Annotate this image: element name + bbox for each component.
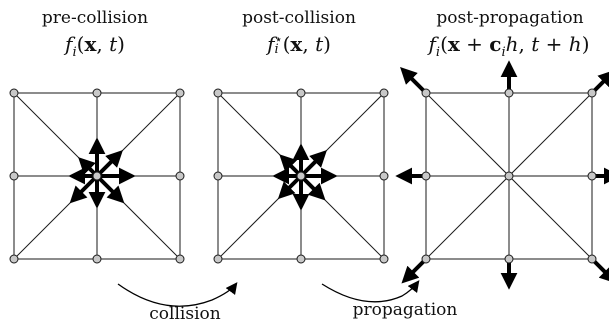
lattice-node xyxy=(213,88,223,98)
post-propagation-lattice xyxy=(395,60,609,290)
propagated-arrow-sw xyxy=(401,257,428,284)
lattice-node xyxy=(504,88,514,98)
post-collision-formula: f⋆i(x, t) xyxy=(267,32,331,57)
lattice-node xyxy=(587,254,597,264)
center-node xyxy=(92,171,102,181)
post-propagation-title: post-propagation xyxy=(436,8,584,28)
lattice-node xyxy=(379,171,389,181)
lattice-node xyxy=(175,88,185,98)
lattice-node xyxy=(296,254,306,264)
lattice-node xyxy=(296,88,306,98)
pre-collision-title: pre-collision xyxy=(41,8,149,28)
lattice-node xyxy=(9,254,19,264)
lattice-node xyxy=(421,171,431,181)
lattice-node xyxy=(213,254,223,264)
lattice-node xyxy=(587,171,597,181)
lattice-node xyxy=(92,254,102,264)
propagated-arrow-se xyxy=(590,257,609,284)
velocity-arrow-se xyxy=(299,174,326,201)
lattice-node xyxy=(379,254,389,264)
lattice-node xyxy=(175,171,185,181)
pre-collision-lattice xyxy=(9,88,185,264)
velocity-arrow-sw xyxy=(69,174,99,204)
lattice-node xyxy=(421,254,431,264)
lattice-node xyxy=(587,88,597,98)
propagated-arrow-nw xyxy=(400,67,428,95)
lattice-node xyxy=(421,88,431,98)
propagation-step-arrow xyxy=(321,280,420,303)
pre-collision-formula: fi(x, t) xyxy=(65,32,125,60)
center-node xyxy=(296,171,306,181)
lattice-node xyxy=(9,171,19,181)
lattice-node xyxy=(92,88,102,98)
lattice-node xyxy=(213,171,223,181)
lattice-node xyxy=(175,254,185,264)
post-collision-lattice xyxy=(213,88,389,264)
collision-step-arrow xyxy=(117,282,238,307)
post-propagation-formula: fi(x + cih, t + h) xyxy=(428,32,590,60)
lattice-node xyxy=(504,171,514,181)
velocity-arrow-se xyxy=(95,174,125,204)
velocity-arrow-ne xyxy=(95,150,123,178)
lattice-node xyxy=(379,88,389,98)
lattice-node xyxy=(504,254,514,264)
post-collision-title: post-collision xyxy=(242,8,356,28)
lattice-node xyxy=(9,88,19,98)
collision-label: collision xyxy=(149,304,221,324)
propagation-label: propagation xyxy=(352,300,458,320)
velocity-arrow-ne xyxy=(299,150,327,178)
